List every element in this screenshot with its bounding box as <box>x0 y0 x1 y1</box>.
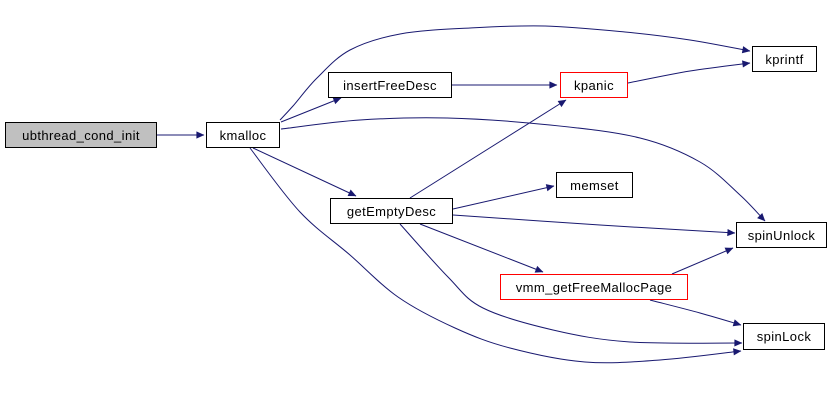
edge-kmalloc-kprintf <box>279 25 751 121</box>
edge-kmalloc-spinLock <box>249 147 742 364</box>
edge-kpanic-kprintf <box>627 60 751 84</box>
node-label: ubthread_cond_init <box>22 127 140 143</box>
node-label: getEmptyDesc <box>346 203 437 219</box>
edge-getEmptyDesc-vmm_getFreeMallocPage <box>419 223 544 273</box>
edge-getEmptyDesc-spinUnlock <box>452 214 736 237</box>
node-kprintf[interactable]: kprintf <box>752 46 817 72</box>
node-memset[interactable]: memset <box>556 172 633 198</box>
node-label: vmm_getFreeMallocPage <box>515 279 673 295</box>
node-getEmptyDesc[interactable]: getEmptyDesc <box>330 198 453 224</box>
node-label: kmalloc <box>219 127 267 143</box>
edge-getEmptyDesc-spinLock <box>399 223 743 347</box>
node-insertFreeDesc[interactable]: insertFreeDesc <box>328 72 452 98</box>
node-label: spinUnlock <box>747 227 816 243</box>
node-label: insertFreeDesc <box>343 77 437 93</box>
edge-getEmptyDesc-memset <box>452 184 555 210</box>
edge-kmalloc-insertFreeDesc <box>280 97 342 123</box>
node-ubthread_cond_init: ubthread_cond_init <box>5 122 157 148</box>
node-kpanic[interactable]: kpanic <box>560 72 628 98</box>
edge-kmalloc-getEmptyDesc <box>252 147 357 197</box>
node-label: kprintf <box>765 51 804 67</box>
node-label: kpanic <box>574 77 614 93</box>
edge-vmm_getFreeMallocPage-spinLock <box>649 299 742 327</box>
node-label: spinLock <box>756 329 812 344</box>
node-vmm_getFreeMallocPage[interactable]: vmm_getFreeMallocPage <box>500 274 688 300</box>
edge-vmm_getFreeMallocPage-spinUnlock <box>671 247 734 275</box>
node-spinUnlock[interactable]: spinUnlock <box>736 222 827 248</box>
edge-kmalloc-spinUnlock <box>280 117 766 222</box>
node-spinLock[interactable]: spinLock <box>743 323 825 350</box>
node-kmalloc[interactable]: kmalloc <box>206 122 280 148</box>
edge-getEmptyDesc-kpanic <box>409 99 567 199</box>
node-label: memset <box>570 177 619 193</box>
